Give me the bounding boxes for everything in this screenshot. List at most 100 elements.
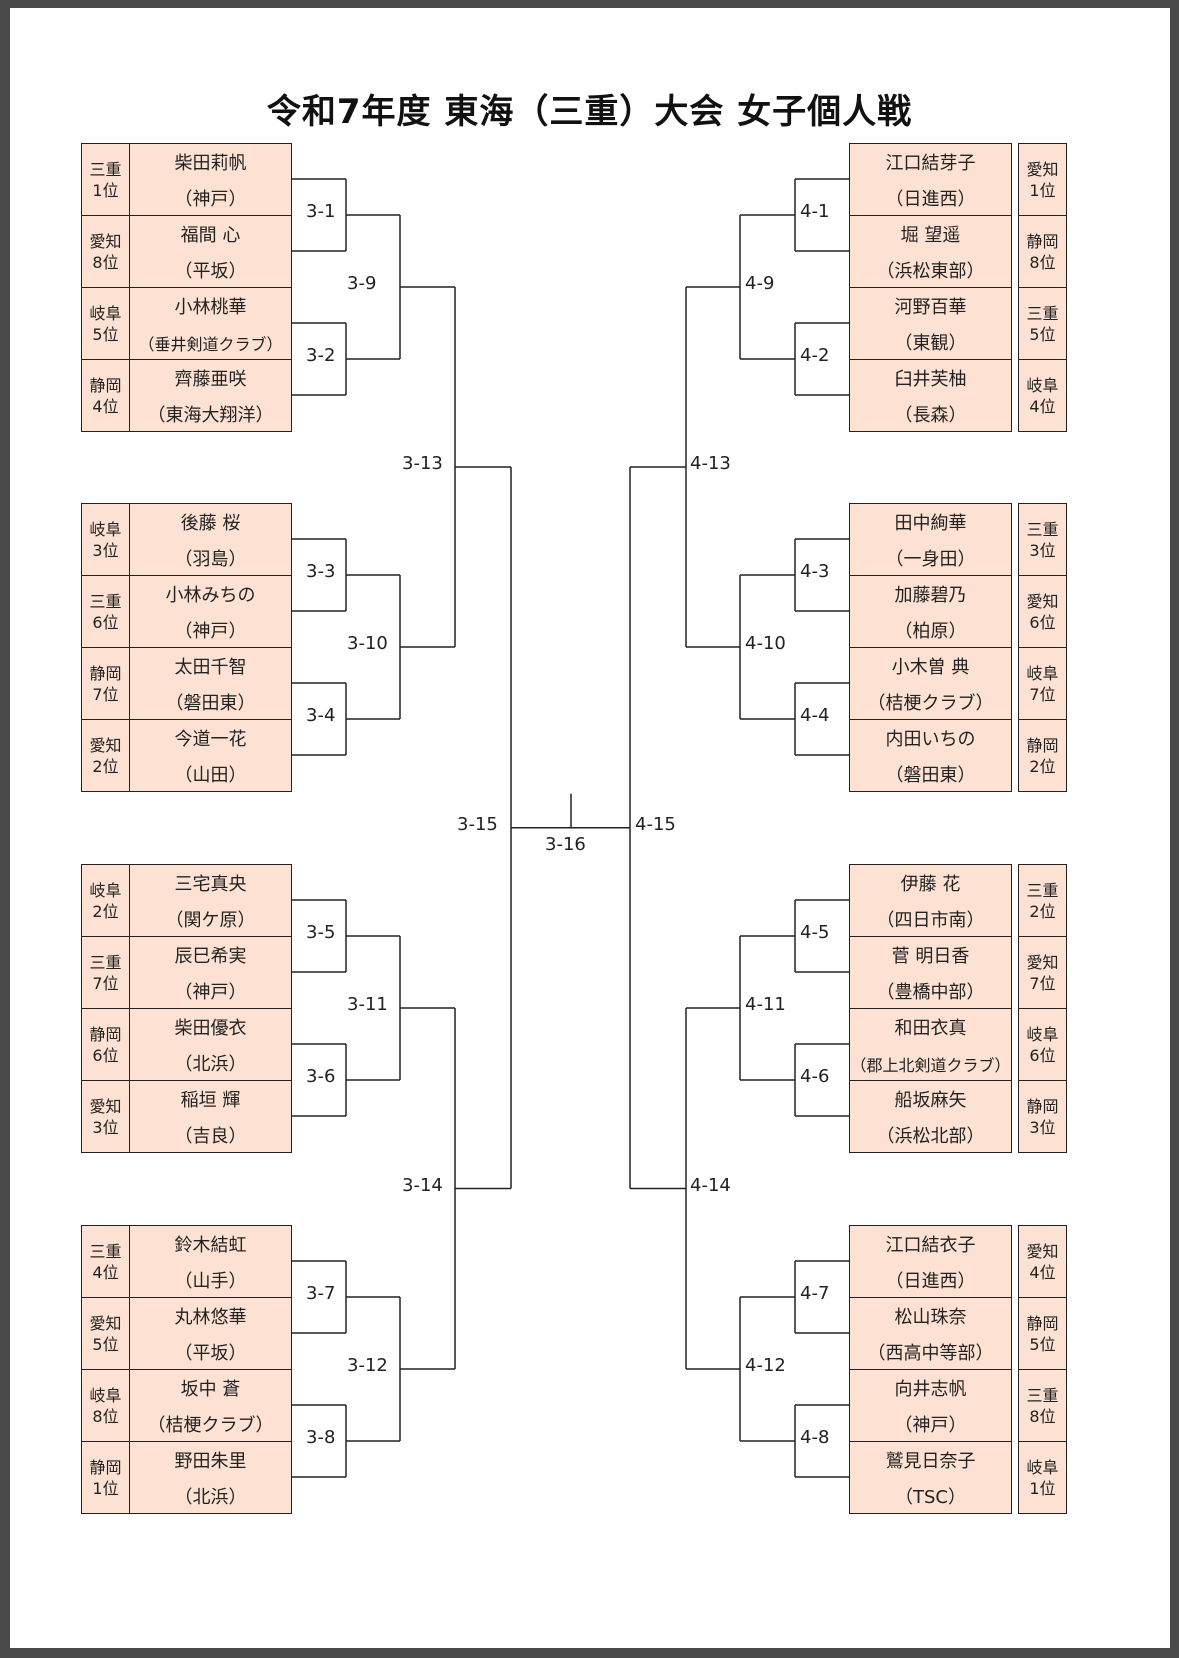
prefecture-label: 愛知 [89,231,122,251]
school-name: （TSC） [895,1487,966,1508]
player-name: 堀 望遥 [900,225,961,246]
rank-label: 2位 [92,901,119,921]
prefecture-label: 愛知 [89,735,122,755]
prefecture-label: 愛知 [1026,591,1059,611]
player-entry: 野田朱里 （北浜） [129,1441,292,1514]
player-name: 野田朱里 [174,1451,247,1472]
player-entry: 辰巳希実 （神戸） [129,936,292,1009]
match-label: 4-2 [800,345,830,366]
player-name: 内田いちの [885,729,976,750]
prefecture-label: 愛知 [89,1313,122,1333]
school-name: （神戸） [174,189,247,210]
player-entry: 江口結芽子（日進西） [849,143,1012,216]
player-name: 太田千智 [174,657,247,678]
player-entry: 鷲見日奈子（TSC） [849,1441,1012,1514]
prefecture-label: 三重 [1026,519,1059,539]
player-entry: 坂中 蒼（桔梗クラブ） [129,1369,292,1442]
player-name: 柴田優衣 [174,1018,247,1039]
player-name: 江口結衣子 [885,1235,976,1256]
school-name: （北浜） [174,1487,247,1508]
player-name: 小林桃華 [174,297,247,318]
player-name: 和田衣真 [894,1018,967,1039]
player-entry: 今道一花（山田） [129,719,292,792]
rank-label: 8位 [92,1406,119,1426]
school-name: （浜松東部） [876,261,985,282]
school-name: （四日市南） [876,910,985,931]
player-name: 小林みちの [165,585,256,606]
player-entry: 菅 明日香（豊橋中部） [849,936,1012,1009]
rank-label: 7位 [92,973,119,993]
player-name: 河野百華 [894,297,967,318]
match-label: 3-3 [306,561,336,582]
player-name: 臼井芙柚 [894,369,967,390]
school-name: （磐田東） [885,765,976,786]
rank-label: 2位 [1029,756,1056,776]
school-name: （東観） [894,333,967,354]
player-name: 江口結芽子 [885,153,976,174]
prefecture-label: 愛知 [1026,952,1059,972]
player-entry: 小木曽 典（桔梗クラブ） [849,647,1012,720]
player-entry: 小林みちの（神戸） [129,575,292,648]
player-name: 坂中 蒼 [180,1379,241,1400]
prefecture-label: 岐阜 [89,880,122,900]
prefecture-label: 岐阜 [1026,1457,1059,1477]
match-label: 4-12 [745,1355,786,1376]
match-label: 3-5 [306,922,336,943]
rank-label: 7位 [1029,684,1056,704]
match-label: 3-15 [457,813,498,835]
prefecture-label: 静岡 [89,375,122,395]
prefecture-label: 静岡 [1026,1313,1059,1333]
match-label: 3-6 [306,1066,336,1087]
rank-label: 8位 [1029,1406,1056,1426]
match-label: 4-14 [690,1174,731,1196]
rank-label: 4位 [92,396,119,416]
prefecture-label: 岐阜 [89,303,122,323]
prefecture-label: 岐阜 [89,1385,122,1405]
match-label: 3-1 [306,201,336,222]
school-name: （垂井剣道クラブ） [138,335,283,354]
player-name: 田中絢華 [894,513,967,534]
match-label: 4-10 [745,633,786,654]
school-name: （平坂） [174,1343,247,1364]
match-label: 3-7 [306,1283,336,1304]
rank-label: 6位 [1029,612,1056,632]
school-name: （長森） [894,405,967,426]
player-name: 稲垣 輝 [180,1090,241,1111]
prefecture-label: 静岡 [89,663,122,683]
school-name: （山田） [174,765,247,786]
prefecture-label: 三重 [89,1241,122,1261]
prefecture-label: 岐阜 [1026,375,1059,395]
prefecture-label: 三重 [1026,880,1059,900]
school-name: （一身田） [885,549,976,570]
rank-label: 7位 [92,684,119,704]
school-name: （神戸） [174,982,247,1003]
player-entry: 稲垣 輝（吉良） [129,1080,292,1153]
player-entry: 松山珠奈（西高中等部） [849,1297,1012,1370]
player-name: 齊藤亜咲 [174,369,247,390]
rank-label: 2位 [92,756,119,776]
match-label: 4-15 [635,813,676,835]
player-entry: 向井志帆（神戸） [849,1369,1012,1442]
player-name: 辰巳希実 [174,946,247,967]
match-label: 4-9 [745,273,775,294]
rank-label: 1位 [1029,1478,1056,1498]
player-entry: 伊藤 花（四日市南） [849,864,1012,937]
match-label-final: 3-16 [545,833,586,855]
prefecture-label: 岐阜 [89,519,122,539]
school-name: （東海大翔洋） [147,405,274,426]
